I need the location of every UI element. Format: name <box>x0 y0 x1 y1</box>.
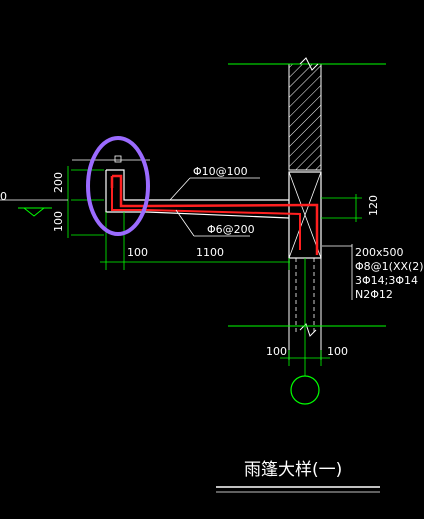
canopy-slab-outline <box>105 169 290 219</box>
beam-note-1: 200x500 <box>355 246 404 259</box>
beam-note-2: Φ8@1(XX(2) <box>355 260 424 273</box>
left-level-mark: 0 <box>0 190 68 217</box>
label-top-bar: Φ10@100 <box>193 165 248 178</box>
rebar-label-dist: Φ6@200 <box>175 209 255 237</box>
highlight-circle <box>86 136 150 236</box>
rebar-label-top: Φ10@100 <box>169 165 260 201</box>
dim-right: 120 <box>321 194 380 222</box>
dim-left-bottom: 100 <box>52 211 65 232</box>
wall-above <box>228 57 386 171</box>
dim-col-left: 100 <box>266 345 287 358</box>
dim-bottom: 100 1100 <box>100 212 290 270</box>
label-dist-bar: Φ6@200 <box>207 223 255 236</box>
dim-column: 100 100 <box>266 345 348 366</box>
dim-col-right: 100 <box>327 345 348 358</box>
column-below <box>228 258 386 405</box>
dim-bottom-lip: 100 <box>127 246 148 259</box>
beam-note: 200x500 Φ8@1(XX(2) 3Φ14;3Φ14 N2Φ12 <box>322 244 424 301</box>
beam-note-4: N2Φ12 <box>355 288 393 301</box>
drawing-title: 雨篷大样(一) <box>216 460 380 493</box>
dim-left-top: 200 <box>52 172 65 193</box>
dim-right-beam: 120 <box>367 195 380 216</box>
dim-left: 200 100 <box>52 155 150 238</box>
title-text: 雨篷大样(一) <box>244 460 342 480</box>
beam-note-3: 3Φ14;3Φ14 <box>355 274 418 287</box>
dim-bottom-span: 1100 <box>196 246 224 259</box>
dim-stub-left: 0 <box>0 190 7 203</box>
